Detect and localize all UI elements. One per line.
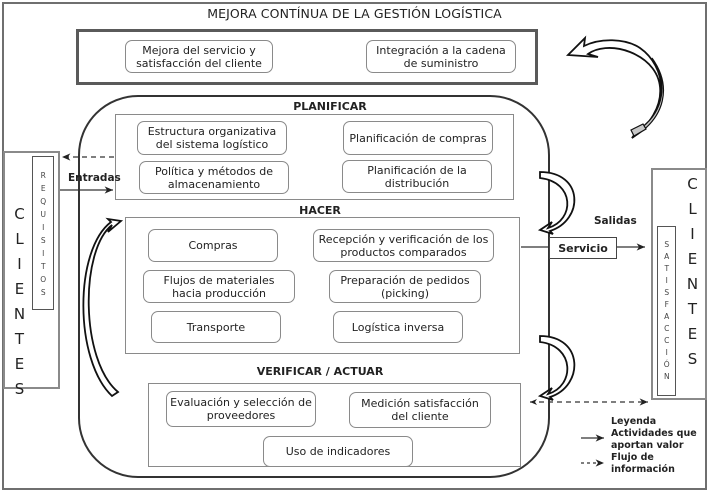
- phase-label-planificar: PLANIFICAR: [293, 100, 367, 113]
- improvement-item-supply-chain: Integración a la cadena de suministro: [366, 40, 516, 73]
- planificar-item-purchase-planning: Planificación de compras: [343, 121, 493, 155]
- left-requisitos-label: REQUISITOS: [32, 171, 54, 301]
- hacer-item-reverse-logistics: Logística inversa: [333, 311, 463, 343]
- entradas-label: Entradas: [68, 172, 121, 184]
- left-clients-text: CLIENTES: [10, 205, 29, 405]
- hacer-item-picking: Preparación de pedidos (picking): [329, 270, 481, 303]
- satisfaccion-text: SATISFACCIÓN: [662, 240, 672, 384]
- servicio-box: Servicio: [549, 237, 617, 259]
- right-satisfaccion-label: SATISFACCIÓN: [657, 232, 676, 392]
- diagram-title: MEJORA CONTÍNUA DE LA GESTIÓN LOGÍSTICA: [207, 6, 502, 21]
- legend-solid-label: Actividades que aportan valor: [611, 428, 697, 451]
- hacer-item-compras: Compras: [148, 229, 278, 262]
- salidas-label: Salidas: [594, 215, 637, 227]
- phase-label-verificar: VERIFICAR / ACTUAR: [256, 365, 384, 378]
- planificar-item-distribution-planning: Planificación de la distribución: [342, 160, 492, 193]
- legend: Leyenda Actividades que aportan valor Fl…: [611, 416, 701, 476]
- right-clients-label: CLIENTES: [680, 175, 704, 375]
- improvement-box: [76, 29, 538, 85]
- requisitos-text: REQUISITOS: [38, 171, 48, 301]
- improvement-item-service: Mejora del servicio y satisfacción del c…: [125, 40, 273, 73]
- left-requisitos-box: [32, 156, 54, 310]
- verificar-item-indicators: Uso de indicadores: [263, 436, 413, 467]
- right-satisfaccion-box: [657, 226, 676, 396]
- planificar-item-structure: Estructura organizativa del sistema logí…: [137, 121, 287, 155]
- legend-title: Leyenda: [611, 416, 657, 427]
- verificar-item-customer-satisfaction: Medición satisfacción del cliente: [349, 392, 491, 428]
- planificar-item-storage: Política y métodos de almacenamiento: [139, 161, 289, 194]
- hacer-item-transport: Transporte: [151, 311, 281, 343]
- pdca-cycle: [78, 95, 550, 478]
- legend-dashed-label: Flujo de información: [611, 452, 675, 475]
- hacer-item-material-flow: Flujos de materiales hacia producción: [143, 270, 295, 303]
- hacer-item-reception: Recepción y verificación de los producto…: [313, 229, 494, 262]
- left-clients-label: CLIENTES: [6, 205, 32, 405]
- verificar-item-supplier-evaluation: Evaluación y selección de proveedores: [166, 391, 316, 427]
- phase-label-hacer: HACER: [299, 204, 341, 217]
- right-clients-text: CLIENTES: [683, 175, 702, 375]
